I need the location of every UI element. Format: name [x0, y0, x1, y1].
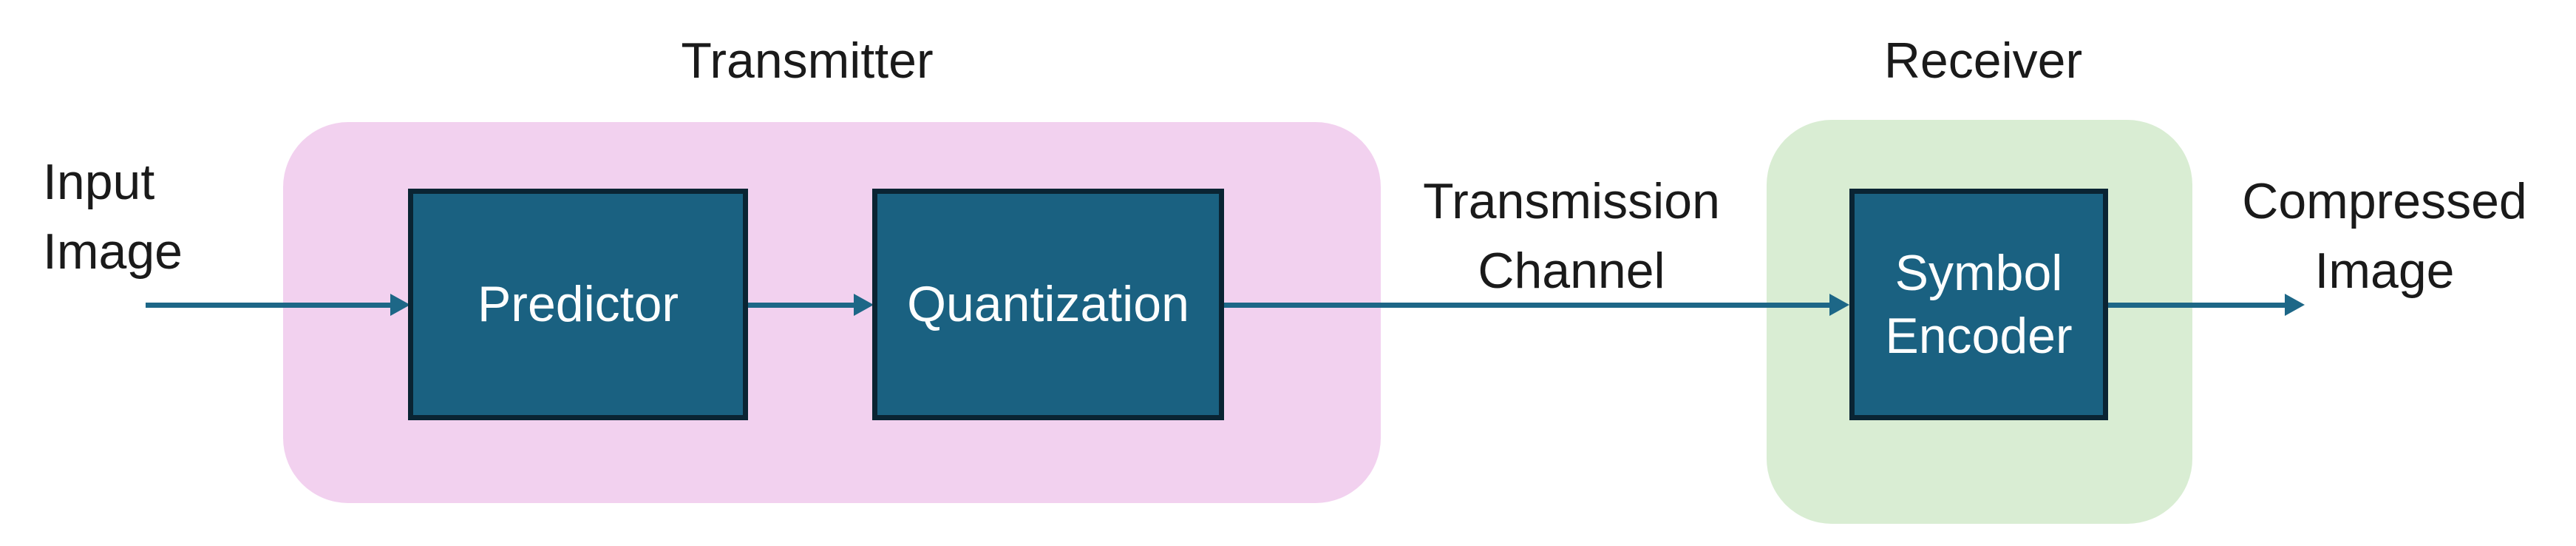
output-arrow-shaft	[2108, 302, 2285, 308]
compressed-image-label-line2: Image	[2314, 242, 2455, 299]
input-image-label-line1: Input	[43, 154, 155, 210]
symbol-encoder-block-line1: Symbol	[1894, 244, 2063, 301]
transmission-channel-arrowhead-icon	[1829, 294, 1849, 316]
input-image-label-line2: Image	[43, 223, 183, 280]
transmitter-title: Transmitter	[681, 33, 934, 89]
predictor-to-quantization-arrow-shaft	[748, 302, 854, 308]
transmission-channel-label: Transmission Channel	[1387, 167, 1756, 306]
output-arrowhead-icon	[2285, 294, 2305, 316]
quantization-block: Quantization	[872, 189, 1224, 420]
predictor-to-quantization-arrow	[748, 293, 874, 317]
transmission-channel-label-line1: Transmission	[1423, 173, 1720, 229]
receiver-title: Receiver	[1883, 33, 2083, 89]
input-arrow	[146, 293, 410, 317]
transmission-channel-arrow-shaft	[1224, 302, 1829, 308]
input-arrowhead-icon	[390, 294, 410, 316]
symbol-encoder-block-line2: Encoder	[1885, 307, 2073, 364]
output-arrow	[2108, 293, 2305, 317]
predictor-block: Predictor	[408, 189, 748, 420]
compressed-image-label-line1: Compressed	[2242, 173, 2527, 229]
input-image-label: Input Image	[43, 148, 183, 287]
transmission-channel-arrow	[1224, 293, 1849, 317]
transmission-channel-label-line2: Channel	[1478, 242, 1665, 299]
predictor-block-label: Predictor	[477, 276, 679, 332]
input-arrow-shaft	[146, 302, 390, 308]
predictor-to-quantization-arrowhead-icon	[854, 294, 874, 316]
compressed-image-label: Compressed Image	[2200, 167, 2569, 306]
quantization-block-label: Quantization	[907, 276, 1189, 332]
symbol-encoder-block: Symbol Encoder	[1849, 189, 2108, 420]
